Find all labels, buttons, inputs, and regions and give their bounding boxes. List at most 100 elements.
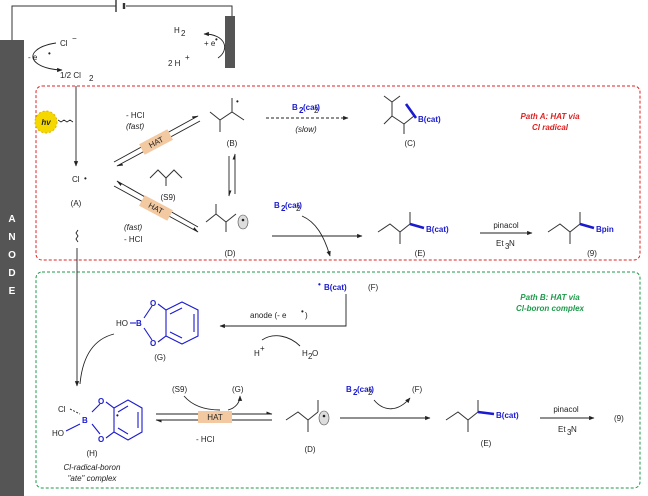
minus-hcl-bottom: - HCl bbox=[124, 235, 142, 244]
radical-dot: • bbox=[84, 174, 87, 183]
cl2-subscript: 2 bbox=[89, 74, 94, 83]
wavy-light-b bbox=[75, 229, 79, 243]
s9-in-arrow bbox=[183, 395, 221, 411]
b2cat2-top-tail: (cat) bbox=[303, 103, 320, 112]
anode-letter: E bbox=[9, 286, 16, 297]
o-bottom: O bbox=[98, 435, 104, 444]
product-e bbox=[377, 212, 425, 244]
label-d-b: (D) bbox=[304, 445, 315, 454]
plus-charge: + bbox=[260, 344, 265, 353]
b2cat2-top: B bbox=[292, 103, 298, 112]
label-h: (H) bbox=[86, 449, 97, 458]
bcat-radical: B(cat) bbox=[324, 283, 347, 292]
sub2: 2 bbox=[299, 106, 304, 115]
radical-dot bbox=[241, 218, 245, 222]
fast-bottom: (fast) bbox=[124, 223, 143, 232]
radical-d bbox=[205, 204, 249, 232]
sub2: 2 bbox=[281, 204, 286, 213]
bcat-radical-dot: • bbox=[318, 280, 321, 289]
ho-label: HO bbox=[116, 319, 128, 328]
radical-d-b bbox=[285, 400, 330, 432]
cl-label: Cl bbox=[58, 405, 66, 414]
hat-badge-b bbox=[198, 411, 232, 423]
sub2: 2 bbox=[353, 388, 358, 397]
bcat-c: B(cat) bbox=[418, 115, 441, 124]
sub2: 2 bbox=[308, 352, 313, 361]
reduction-arrow bbox=[203, 31, 226, 59]
ate-complex-h: Cl HO B O O • bbox=[52, 397, 143, 444]
bcat-e-b: B(cat) bbox=[496, 411, 519, 420]
path-b-title: Path B: HAT via bbox=[520, 293, 580, 302]
sub2: 2 bbox=[296, 204, 301, 213]
substrate-s9 bbox=[149, 169, 183, 186]
water: H bbox=[302, 349, 308, 358]
label-9-b: (9) bbox=[614, 414, 624, 423]
catecholborane-g: HO B O O bbox=[116, 299, 199, 348]
label-e: (E) bbox=[415, 249, 426, 258]
g-out-arrow bbox=[227, 395, 243, 411]
path-b-title-line2: Cl-boron complex bbox=[516, 304, 585, 313]
bpin: Bpin bbox=[596, 225, 614, 234]
water-arrow bbox=[261, 335, 301, 347]
minus-hcl-b: - HCl bbox=[196, 435, 214, 444]
plus-charge: + bbox=[185, 53, 190, 62]
path-a-title: Path A: HAT via bbox=[520, 112, 580, 121]
release-f-arrow bbox=[301, 215, 331, 257]
p-orbital bbox=[318, 410, 330, 426]
cl-radical: Cl bbox=[72, 175, 80, 184]
et3n-b-n: N bbox=[571, 425, 577, 434]
b2cat2-b-tail: (cat) bbox=[357, 385, 374, 394]
wavy-light bbox=[57, 119, 74, 123]
path-a-box bbox=[35, 85, 641, 261]
hat-badge-bottom: HAT bbox=[139, 195, 173, 221]
anode-letter: O bbox=[8, 250, 16, 261]
boron-h: B bbox=[82, 416, 88, 425]
product-e-b bbox=[445, 400, 495, 432]
circuit-wire bbox=[11, 5, 233, 40]
et3n-b: Et bbox=[558, 425, 566, 434]
chloride-ion: Cl bbox=[60, 39, 68, 48]
sub2: 2 bbox=[314, 106, 319, 115]
label-f-b: (F) bbox=[412, 385, 423, 394]
half-chlorine: 1/2 Cl bbox=[60, 71, 81, 80]
electron-dot: • bbox=[215, 35, 218, 44]
anode-letter: A bbox=[8, 214, 15, 225]
radical-b bbox=[209, 98, 245, 132]
label-d: (D) bbox=[224, 249, 235, 258]
anode-oxidation-arrow bbox=[219, 294, 347, 329]
product-9 bbox=[547, 212, 595, 244]
radical-dot bbox=[322, 414, 326, 418]
g-to-complex-arrow bbox=[79, 333, 115, 385]
label-c: (C) bbox=[404, 139, 415, 148]
o-bottom: O bbox=[150, 339, 156, 348]
circuit: A N O D E Cl − - e • 1/2 Cl 2 H 2 + e • … bbox=[0, 0, 235, 496]
f-release-arrow bbox=[373, 397, 411, 410]
label-s9: (S9) bbox=[160, 193, 175, 202]
oxidation-arrow bbox=[32, 42, 63, 73]
label-g: (G) bbox=[154, 353, 166, 362]
protons: 2 H bbox=[168, 59, 181, 68]
pinacol-top: pinacol bbox=[493, 221, 519, 230]
product-c bbox=[383, 95, 418, 134]
anode-letter: N bbox=[8, 232, 15, 243]
label-e-b: (E) bbox=[481, 439, 492, 448]
label-g-b: (G) bbox=[232, 385, 244, 394]
o-top: O bbox=[150, 299, 156, 308]
anode-step-close: ) bbox=[305, 311, 308, 320]
bcat-e: B(cat) bbox=[426, 225, 449, 234]
o-top: O bbox=[98, 397, 104, 406]
b2cat2-b: B bbox=[346, 385, 352, 394]
pinacol-b: pinacol bbox=[553, 405, 579, 414]
electron-dot: • bbox=[48, 49, 51, 58]
hydrogen: H bbox=[174, 26, 180, 35]
label-a: (A) bbox=[71, 199, 82, 208]
complex-caption-line2: "ate" complex bbox=[68, 474, 118, 483]
minus-hcl-top: - HCl bbox=[126, 111, 144, 120]
minus-charge: − bbox=[72, 34, 77, 43]
anode-letter: D bbox=[8, 268, 15, 279]
sub2: 2 bbox=[368, 388, 373, 397]
radical-dot: • bbox=[236, 97, 239, 106]
path-a-title-line2: Cl radical bbox=[532, 123, 569, 132]
fast-top: (fast) bbox=[126, 122, 145, 131]
hat-badge-top: HAT bbox=[139, 129, 173, 155]
